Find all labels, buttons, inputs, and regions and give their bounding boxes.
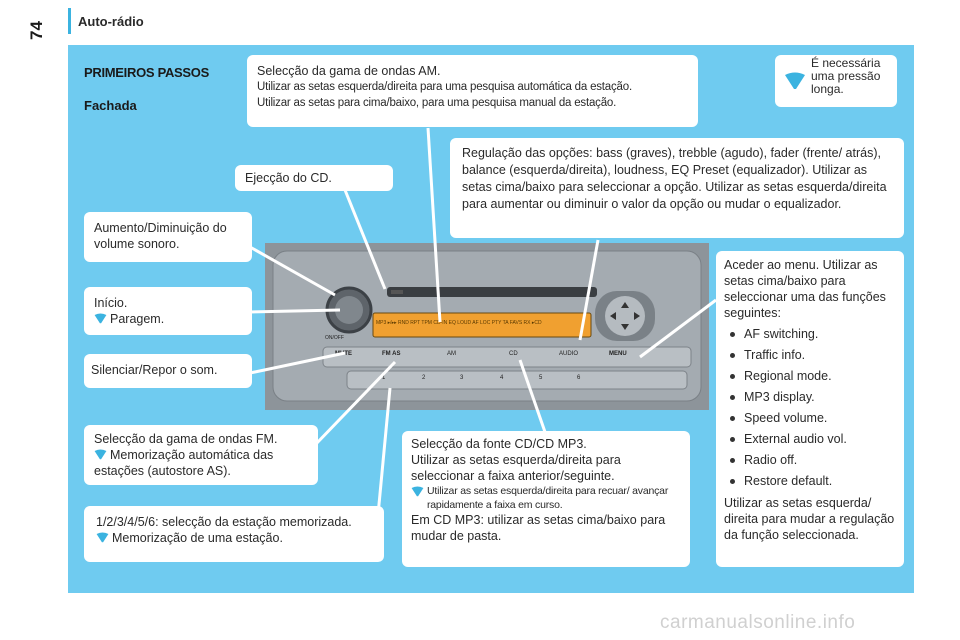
fm-line1: Selecção da gama de ondas FM. xyxy=(94,432,278,446)
callout-fm: Selecção da gama de ondas FM. Memorizaçã… xyxy=(84,425,318,485)
callout-start: Início. Paragem. xyxy=(84,287,252,335)
watermark: carmanualsonline.info xyxy=(660,612,856,633)
menu-item: Regional mode. xyxy=(726,368,896,384)
volume-text: Aumento/Diminuição do volume sonoro. xyxy=(94,221,227,251)
menu-outro: Utilizar as setas esquerda/ direita para… xyxy=(724,496,895,542)
am-button[interactable]: AM xyxy=(447,351,456,357)
menu-item: MP3 display. xyxy=(726,389,896,405)
callout-mute: Silenciar/Repor o som. xyxy=(84,354,252,388)
callout-cd: Selecção da fonte CD/CD MP3. Utilizar as… xyxy=(402,431,690,567)
cd-button[interactable]: CD xyxy=(509,351,518,357)
heading-title: PRIMEIROS PASSOS xyxy=(84,65,209,80)
callout-volume: Aumento/Diminuição do volume sonoro. xyxy=(84,212,252,262)
long-press-icon xyxy=(94,313,107,324)
menu-item: Traffic info. xyxy=(726,347,896,363)
am-line2: Utilizar as setas esquerda/direita para … xyxy=(257,81,632,93)
menu-item: Radio off. xyxy=(726,452,896,468)
callout-menu: Aceder ao menu. Utilizar as setas cima/b… xyxy=(716,251,904,567)
header-accent-bar xyxy=(68,8,71,34)
section-title: Auto-rádio xyxy=(78,14,144,29)
long-press-icon xyxy=(411,486,424,497)
am-line3: Utilizar as setas para cima/baixo, para … xyxy=(257,97,617,109)
menu-item: Speed volume. xyxy=(726,410,896,426)
callout-audio: Regulação das opções: bass (graves), tre… xyxy=(450,138,904,238)
cd-line3: Em CD MP3: utilizar as setas cima/baixo … xyxy=(411,513,666,543)
start-line2: Paragem. xyxy=(110,312,165,326)
cd-tip: Utilizar as setas esquerda/direita para … xyxy=(427,485,669,511)
callout-am: Selecção da gama de ondas AM. Utilizar a… xyxy=(247,55,698,127)
preset-2[interactable]: 2 xyxy=(422,375,426,381)
start-line1: Início. xyxy=(94,296,128,310)
presets-line1: 1/2/3/4/5/6: selecção da estação memoriz… xyxy=(96,515,352,529)
radio-display xyxy=(372,312,592,338)
menu-item: AF switching. xyxy=(726,326,896,342)
fm-line2: Memorização automática das estações (aut… xyxy=(94,448,274,478)
preset-6[interactable]: 6 xyxy=(577,375,581,381)
menu-item: External audio vol. xyxy=(726,431,896,447)
callout-presets: 1/2/3/4/5/6: selecção da estação memoriz… xyxy=(84,506,384,562)
presets-line2: Memorização de uma estação. xyxy=(112,531,283,545)
am-line1: Selecção da gama de ondas AM. xyxy=(257,64,441,78)
audio-button[interactable]: AUDIO xyxy=(559,351,579,357)
preset-3[interactable]: 3 xyxy=(460,375,464,381)
on-off-button[interactable]: ON/OFF xyxy=(325,335,344,341)
long-press-icon xyxy=(785,72,805,89)
radio-faceplate: MP3 ▸/▸▸ RND RPT TPM CD-IN EQ LOUD AF LO… xyxy=(265,243,709,410)
eject-text: Ejecção do CD. xyxy=(245,171,332,185)
preset-1[interactable]: 1 xyxy=(382,375,386,381)
audio-text: Regulação das opções: bass (graves), tre… xyxy=(462,146,887,211)
preset-5[interactable]: 5 xyxy=(539,375,543,381)
menu-item: Restore default. xyxy=(726,473,896,489)
long-press-icon xyxy=(96,532,109,543)
preset-4[interactable]: 4 xyxy=(500,375,504,381)
radio-display-text: MP3 ▸/▸▸ RND RPT TPM CD-IN EQ LOUD AF LO… xyxy=(376,320,542,326)
cd-line1: Selecção da fonte CD/CD MP3. xyxy=(411,437,587,451)
fm-button[interactable]: FM AS xyxy=(382,351,401,357)
note-text: É necessária uma pressão longa. xyxy=(811,56,881,96)
cd-line2: Utilizar as setas esquerda/direita para … xyxy=(411,453,621,483)
menu-button[interactable]: MENU xyxy=(609,351,627,357)
callout-eject: Ejecção do CD. xyxy=(235,165,393,191)
heading-subtitle: Fachada xyxy=(84,98,137,113)
mute-text: Silenciar/Repor o som. xyxy=(91,363,218,377)
menu-intro: Aceder ao menu. Utilizar as setas cima/b… xyxy=(724,258,886,320)
note-long-press: É necessária uma pressão longa. xyxy=(775,55,897,107)
long-press-icon xyxy=(94,449,107,460)
